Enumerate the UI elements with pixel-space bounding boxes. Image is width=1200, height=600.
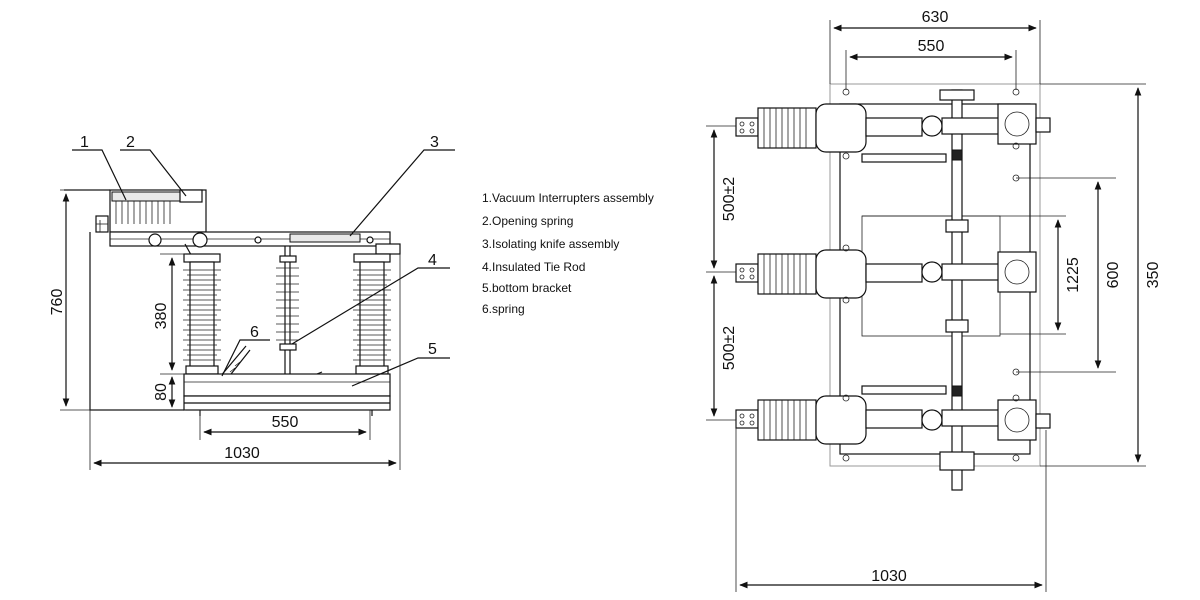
dim-550-top-label: 550 — [918, 38, 945, 55]
callout-3: 3 — [430, 134, 439, 151]
dim-1030-front-label: 1030 — [224, 445, 260, 462]
legend-item-5: 5.bottom bracket — [482, 281, 572, 295]
dim-760: 760 — [49, 189, 184, 411]
vacuum-interrupter-assembly — [95, 189, 207, 233]
insulated-tie-rod — [276, 246, 299, 384]
left-insulator — [183, 253, 221, 375]
dim-350-label: 350 — [1145, 262, 1162, 289]
phase-3 — [735, 385, 1051, 462]
dim-500-upper-label: 500±2 — [721, 177, 738, 221]
legend-item-4: 4.Insulated Tie Rod — [482, 260, 585, 274]
dim-600-label: 600 — [1105, 262, 1122, 289]
dim-1225: 1225 — [1000, 215, 1082, 335]
operating-shaft — [939, 89, 975, 491]
callout-leaders — [72, 149, 455, 387]
phase-1 — [735, 88, 1051, 163]
dim-550-front-label: 550 — [272, 414, 299, 431]
dim-1030-top-label: 1030 — [871, 568, 907, 585]
front-view: 1 2 3 4 5 6 760 380 80 — [49, 134, 455, 470]
dim-760-label: 760 — [49, 289, 66, 316]
dim-380-label: 380 — [153, 303, 170, 330]
isolating-knife-rod — [109, 231, 401, 263]
right-insulator — [353, 253, 391, 375]
callout-1: 1 — [80, 134, 89, 151]
dim-500-upper: 500±2 — [706, 125, 738, 273]
dim-380: 380 — [153, 253, 186, 371]
dim-630-label: 630 — [922, 9, 949, 26]
dim-600: 600 — [1016, 177, 1122, 373]
dim-630: 630 — [829, 9, 1041, 84]
legend-item-2: 2.Opening spring — [482, 214, 573, 228]
legend-item-1: 1.Vacuum Interrupters assembly — [482, 191, 654, 205]
dim-550-top: 550 — [845, 38, 1017, 90]
phase-2 — [735, 244, 1037, 304]
dim-1030-front: 1030 — [89, 254, 401, 470]
dim-500-lower: 500±2 — [706, 275, 738, 421]
dim-1030-top: 1030 — [735, 420, 1047, 592]
callout-4: 4 — [428, 252, 437, 269]
callout-6: 6 — [250, 324, 259, 341]
dim-1225-label: 1225 — [1065, 257, 1082, 293]
dim-350: 350 — [1040, 83, 1162, 467]
legend: 1.Vacuum Interrupters assembly 2.Opening… — [482, 191, 654, 316]
dim-500-lower-label: 500±2 — [721, 326, 738, 370]
dim-550-front: 550 — [199, 410, 371, 440]
dim-80: 80 — [153, 373, 186, 411]
callout-5: 5 — [428, 341, 437, 358]
bottom-bracket — [183, 373, 391, 416]
callout-2: 2 — [126, 134, 135, 151]
legend-item-3: 3.Isolating knife assembly — [482, 237, 619, 251]
top-view: 630 550 500±2 500±2 1225 — [706, 9, 1162, 592]
legend-item-6: 6.spring — [482, 302, 525, 316]
dim-80-label: 80 — [153, 383, 170, 401]
